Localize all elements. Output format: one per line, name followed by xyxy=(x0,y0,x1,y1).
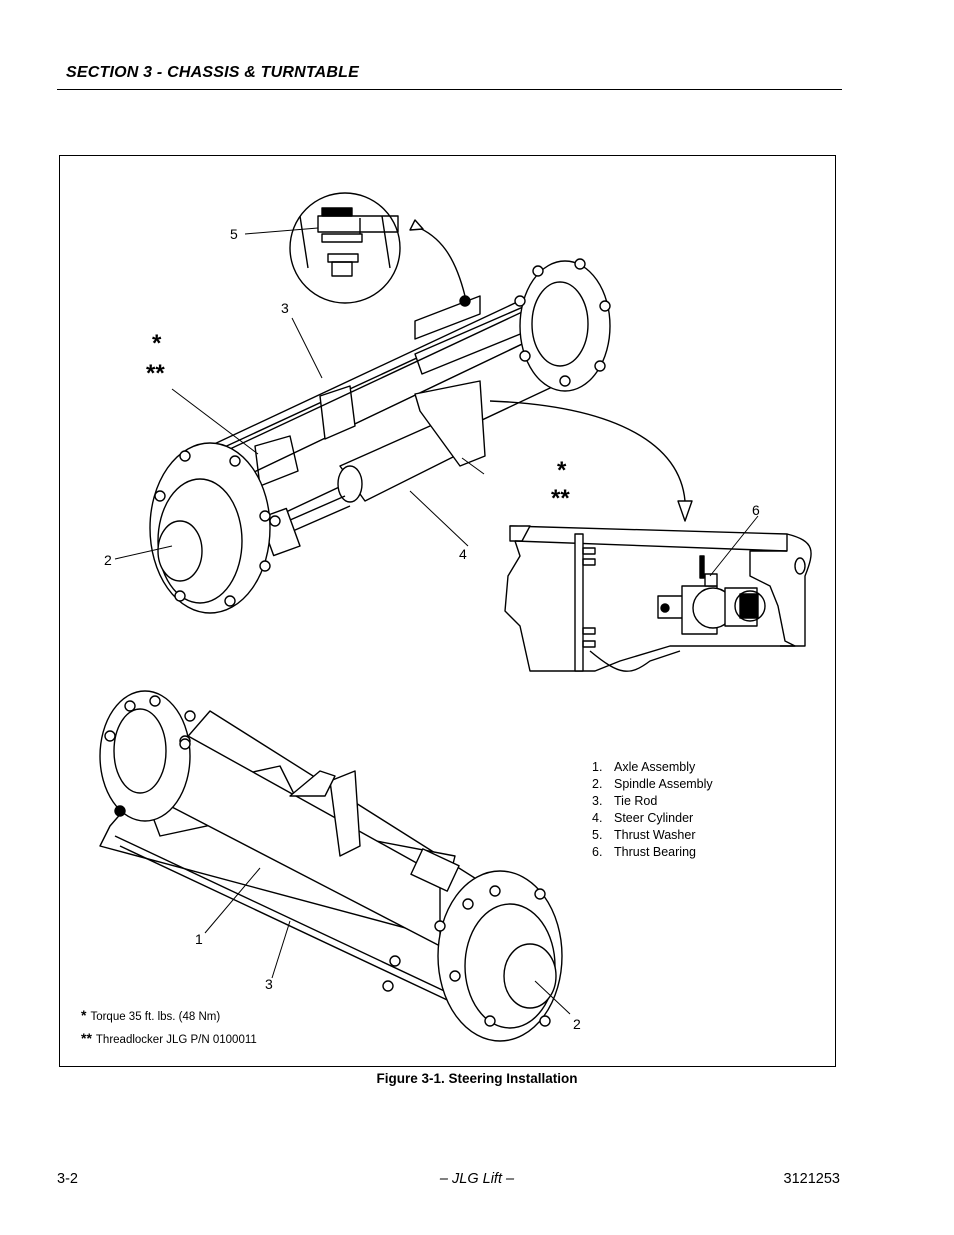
footnotes: *Torque 35 ft. lbs. (48 Nm) **Threadlock… xyxy=(81,1005,257,1051)
page-number: 3-2 xyxy=(57,1171,78,1187)
callout-3-bottom: 3 xyxy=(265,976,273,992)
figure-frame: 5 3 * ** 2 * ** 4 6 1 3 2 1.Axle Assembl… xyxy=(59,155,836,1067)
star-double-right: ** xyxy=(551,485,570,512)
footer-publisher: – JLG Lift – xyxy=(439,1171,515,1187)
callout-1: 1 xyxy=(195,931,203,947)
steering-illustration xyxy=(99,192,812,1042)
upper-axle-assembly xyxy=(149,258,611,614)
callout-5: 5 xyxy=(230,226,238,242)
callout-2-bottom: 2 xyxy=(573,1016,581,1032)
thrust-bearing-inset xyxy=(504,525,812,672)
section-title: SECTION 3 - CHASSIS & TURNTABLE xyxy=(66,64,360,81)
star-double-top: ** xyxy=(146,360,165,387)
legend-item: 3.Tie Rod xyxy=(592,794,658,808)
document-number: 3121253 xyxy=(783,1171,840,1187)
legend-item: 5.Thrust Washer xyxy=(592,828,696,842)
leader-lines xyxy=(114,227,759,1015)
note-threadlocker: **Threadlocker JLG P/N 0100011 xyxy=(81,1030,257,1046)
callout-3-top: 3 xyxy=(281,300,289,316)
header-divider xyxy=(57,89,842,90)
figure-caption: Figure 3-1. Steering Installation xyxy=(376,1071,578,1086)
legend-item: 6.Thrust Bearing xyxy=(592,845,696,859)
parts-legend: 1.Axle Assembly 2.Spindle Assembly 3.Tie… xyxy=(592,759,713,861)
star-single-right: * xyxy=(557,457,567,484)
legend-item: 1.Axle Assembly xyxy=(592,760,696,774)
thrust-washer-detail xyxy=(289,192,401,304)
callout-4: 4 xyxy=(459,546,467,562)
callout-6: 6 xyxy=(752,502,760,518)
legend-item: 4.Steer Cylinder xyxy=(592,811,694,825)
lower-axle-assembly xyxy=(99,690,563,1042)
callout-2-top: 2 xyxy=(104,552,112,568)
note-torque: *Torque 35 ft. lbs. (48 Nm) xyxy=(81,1007,221,1023)
legend-item: 2.Spindle Assembly xyxy=(592,777,713,791)
star-single-top: * xyxy=(152,330,162,357)
